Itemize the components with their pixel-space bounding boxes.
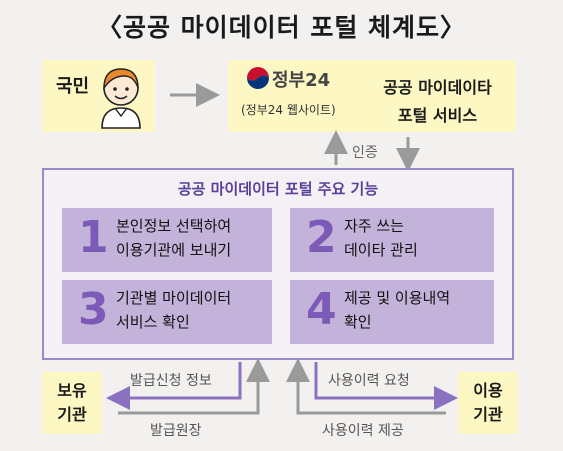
function-1-line2: 이용기관에 보내기 [116, 241, 232, 259]
using-org-line1: 이용 [473, 381, 503, 400]
function-4-line1: 제공 및 이용내역 [344, 289, 451, 307]
function-number-3: 3 [78, 284, 109, 335]
function-1-line1: 본인정보 선택하여 [116, 217, 232, 235]
function-box-3 [62, 280, 272, 344]
holding-org-line1: 보유 [57, 381, 87, 400]
portal-service-line2: 포털 서비스 [397, 106, 478, 125]
portal-functions-title: 공공 마이데이터 포털 주요 기능 [177, 180, 379, 198]
portal-service-label: 공공 마이데이타 포털 서비스 [355, 74, 520, 130]
function-box-1 [62, 208, 272, 272]
function-number-4: 4 [306, 284, 337, 335]
government-emblem-icon [247, 67, 269, 89]
usage-provide-arrow [286, 358, 446, 415]
using-org-label: 이용 기관 [458, 379, 518, 427]
diagram-title: 〈공공 마이데이터 포털 체계도〉 [96, 13, 467, 42]
portal-service-box [228, 60, 516, 132]
function-3-line2: 서비스 확인 [116, 313, 190, 331]
gov24-logo-text: 정부24 [272, 70, 331, 91]
function-box-2 [290, 208, 494, 272]
holding-org-label: 보유 기관 [42, 379, 102, 427]
usage-request-arrow [314, 362, 458, 410]
function-3-line1: 기관별 마이데이터 [116, 289, 232, 307]
function-text-1: 본인정보 선택하여 이용기관에 보내기 [116, 214, 231, 262]
function-text-4: 제공 및 이용내역 확인 [344, 286, 450, 334]
function-2-line2: 데이타 관리 [344, 241, 418, 259]
function-number-2: 2 [306, 212, 337, 263]
using-org-box [458, 372, 518, 434]
issue-request-label: 발급신청 정보 [130, 373, 212, 389]
usage-provide-label: 사용이력 제공 [322, 423, 404, 439]
function-text-2: 자주 쓰는 데이타 관리 [344, 214, 418, 262]
gov24-subtitle: (정부24 웹사이트) [241, 103, 336, 117]
function-box-4 [290, 280, 494, 344]
holding-org-box [42, 372, 102, 434]
holding-org-line2: 기관 [57, 405, 87, 424]
issue-request-arrow [106, 362, 242, 410]
person-icon [101, 68, 141, 129]
using-org-line2: 기관 [473, 405, 503, 424]
function-number-1: 1 [78, 212, 109, 263]
issue-original-arrow [118, 358, 270, 415]
portal-service-line1: 공공 마이데이타 [383, 78, 492, 97]
citizen-label: 국민 [56, 76, 90, 97]
function-text-3: 기관별 마이데이터 서비스 확인 [116, 286, 231, 334]
function-4-line2: 확인 [344, 313, 372, 331]
auth-label: 인증 [352, 145, 378, 161]
function-2-line1: 자주 쓰는 [344, 217, 404, 235]
usage-request-label: 사용이력 요청 [328, 373, 410, 389]
issue-original-label: 발급원장 [150, 423, 202, 439]
